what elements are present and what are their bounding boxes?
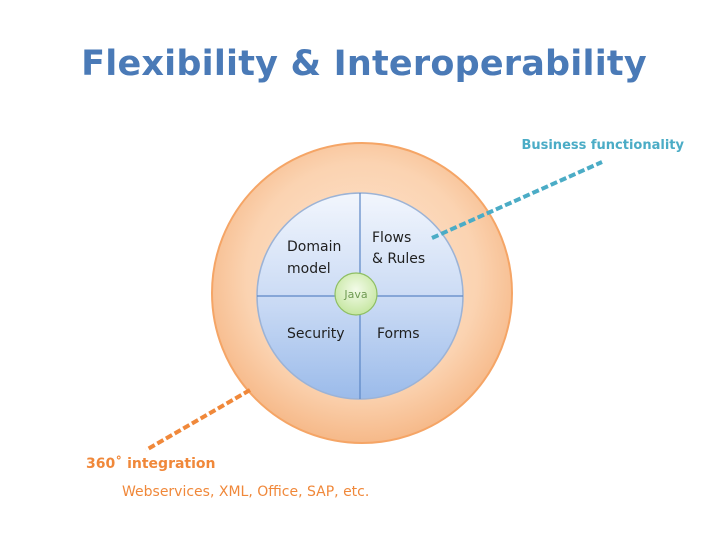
java-label: Java xyxy=(343,288,367,301)
business-functionality-label: Business functionality xyxy=(521,138,684,153)
slide-title: Flexibility & Interoperability xyxy=(81,44,647,84)
quadrant-forms: Forms xyxy=(377,326,420,342)
quadrant-flows-rules: Flows & Rules xyxy=(372,230,425,267)
business-connector xyxy=(431,160,603,240)
integration-label: 360˚ integration xyxy=(86,456,216,472)
quadrant-domain-model: Domain model xyxy=(287,239,346,277)
integration-detail: Webservices, XML, Office, SAP, etc. xyxy=(122,484,370,500)
java-node xyxy=(334,272,378,316)
quadrant-security: Security xyxy=(287,326,345,342)
integration-connector xyxy=(145,388,251,452)
